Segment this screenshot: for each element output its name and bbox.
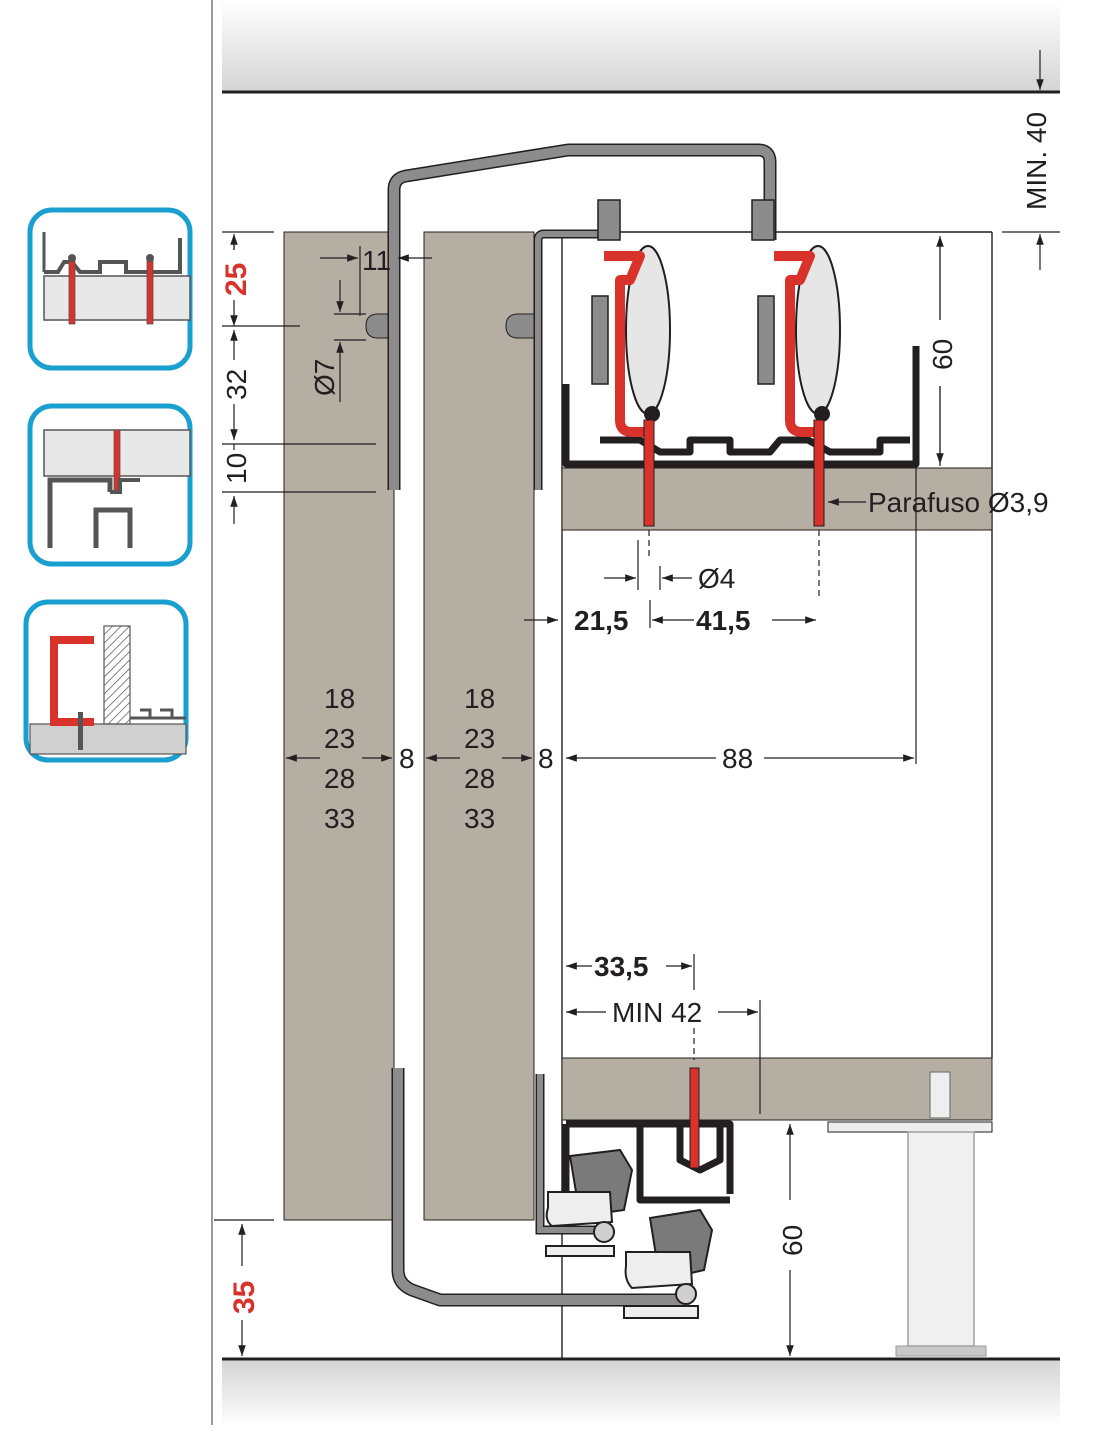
label-diameter-4: Ø4 <box>698 563 735 594</box>
front-hanger-arm <box>389 145 775 490</box>
label-32: 32 <box>221 369 252 400</box>
thickness-rear-2: 23 <box>464 723 495 754</box>
floor <box>222 1357 1060 1426</box>
dim-width-row: 8 8 88 <box>286 460 917 774</box>
rear-bottom-arm <box>537 1074 600 1233</box>
front-door-panel <box>283 231 395 1221</box>
dim-diameter-4: Ø4 <box>604 540 735 594</box>
thickness-front-3: 28 <box>324 763 355 794</box>
label-25: 25 <box>220 263 253 296</box>
top-screws <box>643 419 825 600</box>
thumbnail-top-mount[interactable] <box>27 207 193 371</box>
bottom-shelf <box>561 1057 993 1121</box>
side-profile-icon <box>29 625 187 755</box>
thickness-rear-3: 28 <box>464 763 495 794</box>
rear-hanger-arm <box>535 231 600 490</box>
door-thickness-front: 18 23 28 33 <box>324 683 355 834</box>
dim-11: 11 <box>320 245 432 316</box>
rear-door-hole <box>505 313 535 339</box>
thickness-front-2: 23 <box>324 723 355 754</box>
label-11: 11 <box>362 245 391 276</box>
dim-35: 35 <box>214 1219 274 1356</box>
thickness-front-4: 33 <box>324 803 355 834</box>
label-33-5: 33,5 <box>594 951 649 982</box>
label-41-5: 41,5 <box>696 605 751 636</box>
label-min-42: MIN 42 <box>612 997 702 1028</box>
door-thickness-rear: 18 23 28 33 <box>464 683 495 834</box>
front-door-hole <box>365 313 395 339</box>
rear-door-panel <box>423 231 535 1221</box>
thumbnail-ceiling-mount[interactable] <box>27 403 193 567</box>
thumbnail-side-mount[interactable] <box>23 599 189 763</box>
dim-min-40: MIN. 40 <box>1002 50 1060 270</box>
top-track <box>562 346 920 468</box>
dim-min-42: MIN 42 <box>566 997 761 1114</box>
top-roller-left <box>591 199 671 437</box>
label-gap-front: 8 <box>399 743 415 774</box>
thickness-front-1: 18 <box>324 683 355 714</box>
bottom-guide-front <box>545 1148 634 1257</box>
bottom-track <box>562 1028 734 1204</box>
label-88: 88 <box>722 743 753 774</box>
label-60-bottom: 60 <box>777 1225 808 1256</box>
top-roller-right <box>751 199 841 437</box>
bottom-hanger-arm <box>393 1068 690 1305</box>
ceiling <box>222 0 1060 94</box>
label-gap-rear: 8 <box>538 743 554 774</box>
dim-60-top: 60 <box>927 236 958 466</box>
label-35: 35 <box>228 1281 261 1314</box>
dim-screw-callout: Parafuso Ø3,9 <box>828 487 1049 518</box>
adjustable-foot <box>827 1071 993 1357</box>
thickness-rear-1: 18 <box>464 683 495 714</box>
dim-33-5: 33,5 <box>566 951 695 990</box>
ceiling-profile-icon <box>43 429 191 548</box>
dim-60-bottom: 60 <box>777 1124 808 1356</box>
dim-21-5-41-5: 21,5 41,5 <box>524 600 816 636</box>
label-60-top: 60 <box>927 339 958 370</box>
dim-diameter-7: Ø7 <box>309 280 366 402</box>
dim-left-stack: 25 32 10 <box>220 231 376 524</box>
label-min-40: MIN. 40 <box>1021 112 1052 210</box>
cabinet-outline <box>561 231 993 1358</box>
label-screw: Parafuso Ø3,9 <box>868 487 1049 518</box>
top-track-screw-icon <box>42 232 191 325</box>
label-21-5: 21,5 <box>574 605 629 636</box>
label-diameter-7: Ø7 <box>309 359 340 396</box>
top-shelf <box>561 467 993 531</box>
thickness-rear-4: 33 <box>464 803 495 834</box>
bottom-guide-rear <box>623 1208 714 1319</box>
label-10: 10 <box>221 453 252 484</box>
